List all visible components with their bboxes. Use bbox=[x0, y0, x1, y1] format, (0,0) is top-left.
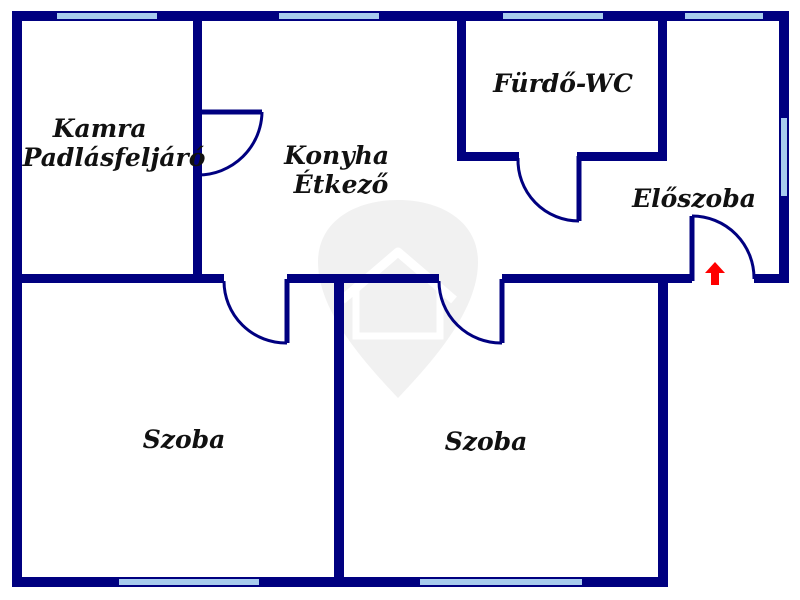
wall-horizontal-2 bbox=[287, 274, 439, 283]
door-szoba-right bbox=[437, 279, 505, 345]
outer-wall-right-lower bbox=[658, 274, 668, 587]
wall-furdo-bottom-left bbox=[457, 152, 519, 161]
room-label-konyha-line2: Étkező bbox=[293, 170, 389, 199]
window-bottom-szoba-left bbox=[119, 579, 259, 585]
window-top-konyha bbox=[279, 13, 379, 19]
wall-szoba-divider bbox=[334, 274, 344, 587]
room-label-szoba-left: Szoba bbox=[143, 425, 226, 454]
wall-kamra-konyha bbox=[193, 11, 202, 283]
door-kamra bbox=[197, 109, 264, 177]
door-furdo bbox=[516, 156, 582, 223]
room-label-kamra-line2: Padlásfeljáró bbox=[22, 143, 206, 172]
wall-horizontal-1 bbox=[12, 274, 224, 283]
wall-furdo-bottom-right bbox=[577, 152, 667, 161]
door-szoba-left bbox=[222, 279, 290, 345]
window-top-furdo bbox=[503, 13, 603, 19]
door-entrance bbox=[689, 214, 756, 281]
room-label-konyha-line1: Konyha bbox=[283, 141, 389, 170]
entrance-arrow-icon bbox=[705, 262, 725, 285]
wall-horizontal-4 bbox=[754, 274, 789, 283]
windows bbox=[57, 13, 787, 585]
window-right-eloszoba bbox=[781, 118, 787, 196]
doors bbox=[197, 109, 756, 345]
room-label-kamra: Kamra Padlásfeljáró bbox=[22, 114, 206, 172]
window-top-kamra bbox=[57, 13, 157, 19]
room-label-szoba-right: Szoba bbox=[445, 427, 528, 456]
room-label-eloszoba: Előszoba bbox=[631, 184, 756, 213]
watermark-logo-icon bbox=[318, 200, 478, 398]
window-bottom-szoba-right bbox=[420, 579, 582, 585]
outer-wall-left bbox=[12, 11, 22, 587]
wall-furdo-right bbox=[658, 11, 667, 161]
room-label-furdo: Fürdő-WC bbox=[492, 69, 633, 98]
room-label-konyha: Konyha Étkező bbox=[283, 141, 398, 199]
room-label-kamra-line1: Kamra bbox=[52, 114, 147, 143]
outer-wall-top bbox=[12, 11, 789, 21]
wall-furdo-left bbox=[457, 11, 466, 161]
window-top-eloszoba bbox=[685, 13, 763, 19]
wall-horizontal-3 bbox=[502, 274, 692, 283]
